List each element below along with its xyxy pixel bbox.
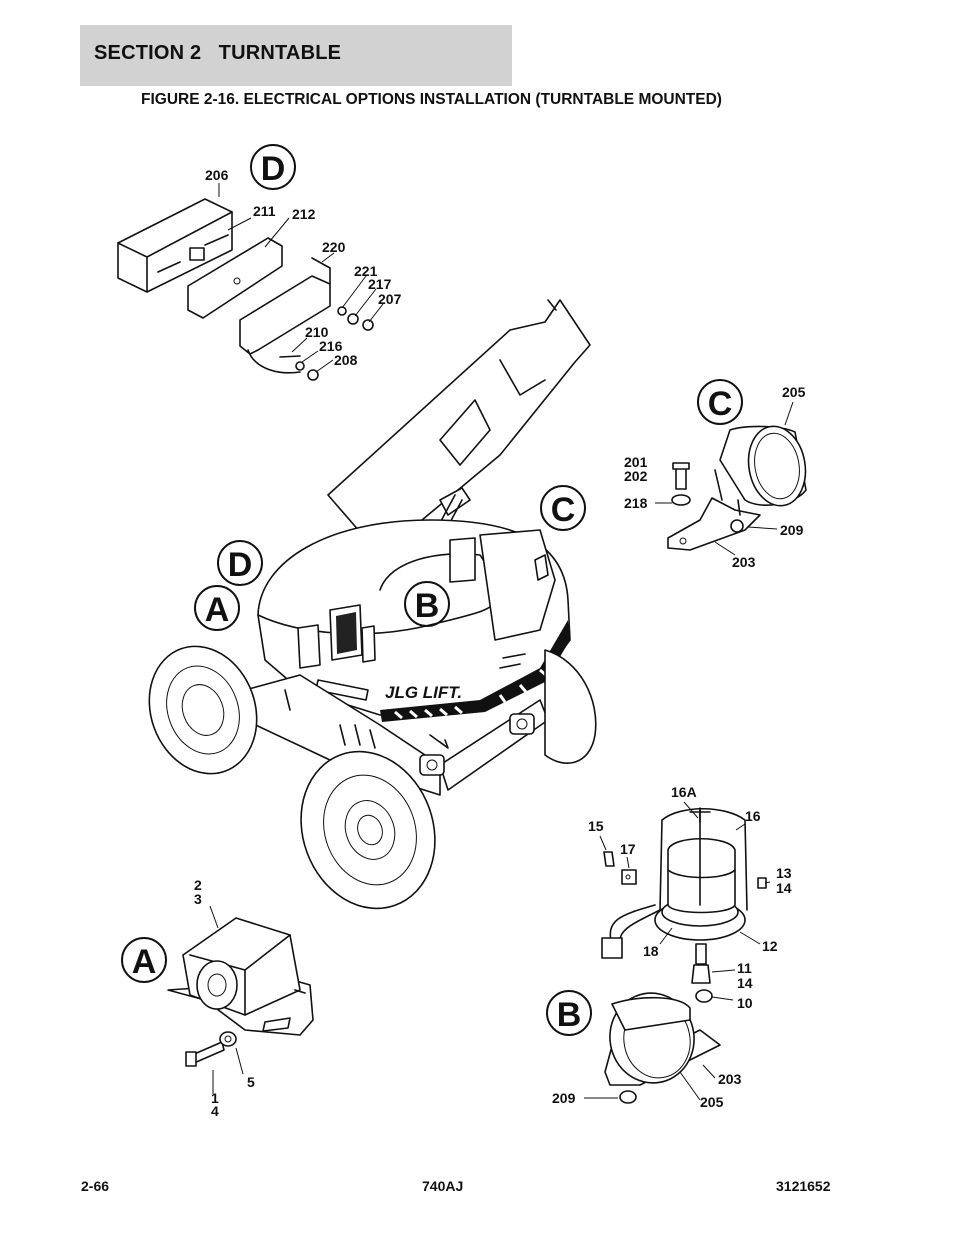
callout-12: 12 <box>762 938 778 954</box>
callout-14-a: 14 <box>776 880 792 896</box>
machine-view: JLG LIFT. D A C B <box>148 299 597 910</box>
callout-217: 217 <box>368 276 392 292</box>
callout-216: 216 <box>319 338 343 354</box>
callout-13: 13 <box>776 865 792 881</box>
callout-5: 5 <box>247 1074 255 1090</box>
callout-2: 2 <box>194 877 202 893</box>
callout-201: 201 <box>624 454 648 470</box>
callout-212: 212 <box>292 206 316 222</box>
view-letter-a-main: A <box>205 591 230 629</box>
callout-16a: 16A <box>671 784 697 800</box>
callout-221: 221 <box>354 263 378 279</box>
section-header-box <box>80 25 512 86</box>
detail-a-assembly: A <box>121 905 314 1094</box>
callout-16: 16 <box>745 808 761 824</box>
callout-18: 18 <box>643 943 659 959</box>
view-letter-c-detail: C <box>708 385 733 423</box>
view-letter-a-detail: A <box>132 943 157 981</box>
detail-d-assembly: D <box>117 144 384 381</box>
figure-title: FIGURE 2-16. ELECTRICAL OPTIONS INSTALLA… <box>141 91 722 108</box>
callout-202: 202 <box>624 468 648 484</box>
machine-logo: JLG LIFT. <box>385 683 462 702</box>
view-letter-b-main: B <box>415 587 440 625</box>
section-title: SECTION 2 TURNTABLE <box>94 42 342 64</box>
callout-11: 11 <box>737 960 752 976</box>
callout-15: 15 <box>588 818 604 834</box>
detail-b-assembly: B <box>546 801 771 1104</box>
callout-203-c: 203 <box>732 554 756 570</box>
view-letter-c-main: C <box>551 491 576 529</box>
callout-3: 3 <box>194 891 202 907</box>
callout-211: 211 <box>253 203 276 219</box>
callout-209-c: 209 <box>780 522 804 538</box>
detail-c-assembly: C <box>655 379 807 556</box>
callout-208: 208 <box>334 352 358 368</box>
callout-220: 220 <box>322 239 346 255</box>
callout-labels: 206 211 212 220 221 217 207 210 216 208 … <box>194 167 806 1119</box>
view-letter-d-main: D <box>228 546 253 584</box>
callout-206: 206 <box>205 167 229 183</box>
callout-17: 17 <box>620 841 636 857</box>
callout-205-b: 205 <box>700 1094 724 1110</box>
callout-10: 10 <box>737 995 753 1011</box>
footer-model: 740AJ <box>422 1178 464 1194</box>
callout-218: 218 <box>624 495 648 511</box>
callout-4: 4 <box>211 1103 219 1119</box>
callout-203-b: 203 <box>718 1071 742 1087</box>
callout-209-b: 209 <box>552 1090 576 1106</box>
view-letter-b-detail: B <box>557 996 582 1034</box>
footer-page-number: 2-66 <box>81 1178 110 1194</box>
footer-doc-number: 3121652 <box>776 1178 831 1194</box>
callout-14-b: 14 <box>737 975 753 991</box>
callout-205-c: 205 <box>782 384 806 400</box>
callout-207: 207 <box>378 291 402 307</box>
view-letter-d-detail: D <box>261 150 286 188</box>
callout-1: 1 <box>211 1090 219 1106</box>
callout-210: 210 <box>305 324 329 340</box>
